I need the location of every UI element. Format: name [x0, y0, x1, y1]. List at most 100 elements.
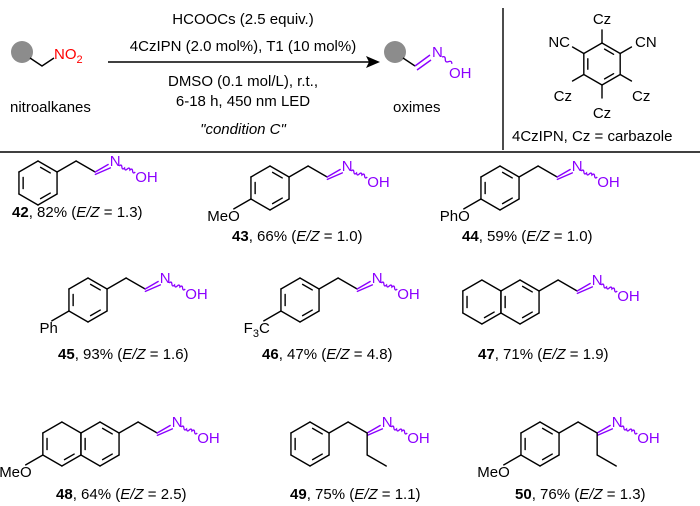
compound-number: 46 [262, 346, 279, 363]
atom-oh: OH [397, 286, 420, 303]
yield: 93% [83, 346, 113, 363]
c-n-double-bond-2 [144, 284, 162, 293]
ring-inner-double-bond [541, 453, 553, 461]
yield: 76% [540, 486, 570, 503]
ring-inner-double-bond [39, 166, 51, 174]
label-close: ) [388, 346, 393, 363]
wavy-bond [350, 169, 368, 179]
reagent-line-2: 4CzIPN (2.0 mol%), T1 (10 mol%) [130, 38, 356, 55]
catalyst-caption: 4CzIPN, Cz = carbazole [512, 128, 672, 145]
ring-bond [42, 421, 63, 434]
atom-oh: OH [197, 430, 220, 447]
catalyst-cz-bottom-right: Cz [632, 88, 650, 105]
ring-bond [290, 421, 311, 434]
label-open: ( [345, 486, 354, 503]
ring-inner-double-bond [301, 283, 313, 291]
product-label: oximes [393, 99, 441, 116]
wavy-bond [620, 425, 638, 435]
ring-inner-double-bond [603, 72, 615, 80]
label-sep: , [249, 228, 257, 245]
ring-inner-double-bond [541, 427, 553, 435]
substituent-bond [51, 310, 70, 322]
wavy-bond [118, 164, 136, 174]
ring-bond [290, 454, 311, 467]
label-close: ) [358, 228, 363, 245]
ring-bond [481, 312, 502, 325]
ez-ratio: 1.1 [395, 486, 416, 503]
product-double-bond-a [414, 54, 431, 67]
product-r-group-dot [384, 41, 406, 63]
yield: 75% [315, 486, 345, 503]
label-close: ) [416, 486, 421, 503]
ez-ratio: 1.9 [583, 346, 604, 363]
substrate-r-group-dot [11, 41, 33, 63]
label-eq: = [100, 204, 117, 221]
substituent-label: Ph [39, 320, 57, 337]
ring-inner-double-bond [39, 192, 51, 200]
ez-label: E/Z [354, 486, 378, 503]
substituent-text: MeO [0, 464, 32, 481]
ring-bond [80, 454, 101, 467]
ethyl-bond [596, 454, 617, 467]
reaction-scheme-header: HCOOCs (2.5 equiv.) 4CzIPN (2.0 mol%), T… [10, 8, 672, 150]
compound-number: 45 [58, 346, 75, 363]
chain-bond [537, 165, 558, 178]
yield: 64% [81, 486, 111, 503]
ring-inner-double-bond [89, 309, 101, 317]
ring-inner-double-bond [271, 171, 283, 179]
ring-bond [68, 277, 89, 290]
ring-bond [500, 279, 521, 292]
ez-label: E/Z [76, 204, 100, 221]
label-open: ( [517, 228, 526, 245]
label-close: ) [184, 346, 189, 363]
ring-bond [309, 421, 330, 434]
wavy-bond [168, 281, 186, 291]
ring-bond [99, 421, 120, 434]
label-close: ) [182, 486, 187, 503]
ring-bond [68, 310, 89, 323]
substituent-text: MeO [477, 464, 510, 481]
ring-bond [61, 421, 82, 434]
ez-ratio: 1.0 [567, 228, 588, 245]
ez-label: E/Z [542, 346, 566, 363]
label-close: ) [588, 228, 593, 245]
product-structure: N OH oximes [384, 41, 472, 116]
ch2-bond [288, 165, 309, 178]
substituent-bond [233, 198, 252, 210]
wavy-bond [180, 425, 198, 435]
ring-inner-double-bond [521, 311, 533, 319]
ring-bond [583, 73, 603, 86]
label-sep: , [279, 346, 287, 363]
compound-label: 49, 75% (E/Z = 1.1) [290, 486, 421, 503]
ring-bond [80, 421, 101, 434]
ez-ratio: 1.3 [117, 204, 138, 221]
compound-label: 46, 47% (E/Z = 4.8) [262, 346, 393, 363]
c-n-double-bond-2 [326, 172, 344, 181]
c-n-double-bond [156, 424, 171, 434]
atom-oh: OH [367, 174, 390, 191]
atom-n: N [612, 414, 623, 431]
ring-bond [499, 198, 520, 211]
yield: 59% [487, 228, 517, 245]
ring-bond [583, 42, 603, 55]
substituent-bond [24, 454, 44, 466]
substituent-label: F3C [244, 320, 270, 340]
ring-bond [539, 421, 560, 434]
ring-bond [539, 454, 560, 467]
product-double-bond-b [416, 59, 432, 71]
reagent-line-1: HCOOCs (2.5 equiv.) [172, 11, 313, 28]
ez-label: E/Z [326, 346, 350, 363]
ring-bond [37, 193, 58, 206]
substituent-bond [619, 73, 633, 82]
chain-bond [125, 277, 146, 290]
label-eq: = [320, 228, 337, 245]
ring-bond [462, 312, 483, 325]
chain-bond [75, 160, 96, 173]
chain-bond [557, 279, 578, 292]
c-n-double-bond [366, 424, 381, 434]
